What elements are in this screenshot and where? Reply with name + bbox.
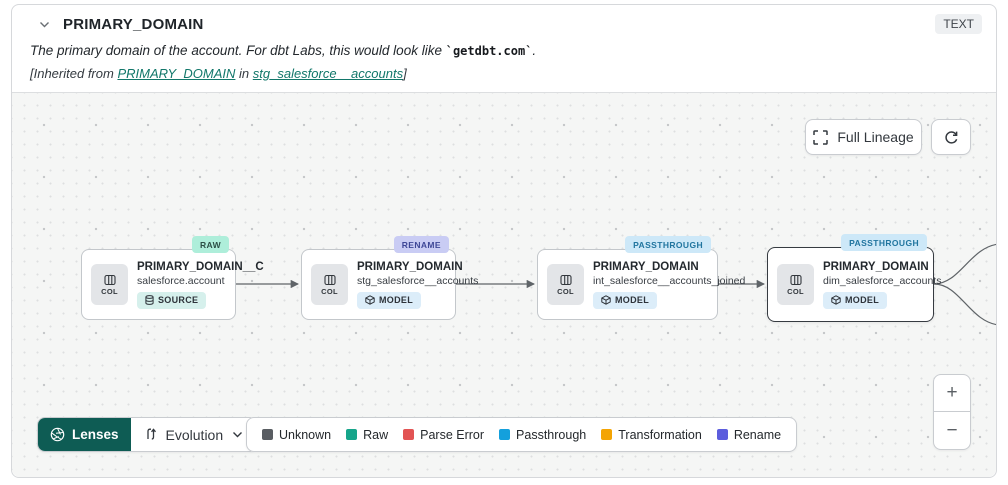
column-chip: COL [777, 264, 814, 305]
node-column-name: PRIMARY_DOMAIN__C [137, 260, 264, 273]
column-type-badge: TEXT [935, 14, 982, 34]
legend-swatch [601, 429, 613, 440]
resource-badge: MODEL [357, 291, 421, 309]
inherited-model-link[interactable]: stg_salesforce__accounts [252, 66, 404, 81]
inherited-column-link[interactable]: PRIMARY_DOMAIN [117, 66, 236, 81]
node-model-name: salesforce.account [137, 274, 225, 287]
node-model-name: dim_salesforce_accounts [823, 274, 942, 287]
legend-swatch [499, 429, 511, 440]
resource-badge: SOURCE [137, 291, 207, 309]
node-model-name: stg_salesforce__accounts [357, 274, 479, 287]
state-badge: PASSTHROUGH [841, 234, 927, 251]
resource-badge: MODEL [593, 291, 657, 309]
full-lineage-label: Full Lineage [837, 129, 914, 145]
column-chip: COL [547, 264, 584, 305]
node-column-name: PRIMARY_DOMAIN [823, 260, 929, 273]
lenses-button[interactable]: Lenses [38, 418, 131, 451]
col-label: COL [321, 286, 338, 296]
header: PRIMARY_DOMAIN TEXT The primary domain o… [12, 5, 996, 92]
legend-item: Unknown [262, 428, 331, 442]
lenses-control: Lenses Evolution [37, 417, 258, 452]
database-icon [145, 295, 154, 305]
node-model-name: int_salesforce__accounts_joined [593, 274, 746, 287]
legend-swatch [346, 429, 358, 440]
legend-swatch [403, 429, 415, 440]
resource-badge: MODEL [823, 291, 887, 309]
edge-state-legend: Unknown Raw Parse Error Passthrough Tran… [246, 417, 798, 452]
cube-icon [831, 295, 841, 305]
lens-selected-label: Evolution [165, 426, 224, 443]
col-label: COL [101, 286, 118, 296]
node-column-name: PRIMARY_DOMAIN [593, 260, 699, 273]
column-chip: COL [91, 264, 128, 305]
col-label: COL [787, 286, 804, 296]
columns-icon [789, 274, 802, 285]
column-lineage-panel: PRIMARY_DOMAIN TEXT The primary domain o… [11, 4, 997, 478]
lens-aperture-icon [50, 427, 65, 442]
code-snippet: `getdbt.com` [445, 44, 533, 58]
columns-icon [323, 274, 336, 285]
expand-icon [813, 129, 829, 145]
state-badge: RENAME [393, 236, 449, 253]
col-label: COL [557, 286, 574, 296]
column-chip: COL [311, 264, 348, 305]
chevron-down-icon [233, 432, 243, 438]
legend-item: Transformation [601, 428, 702, 442]
evolution-icon [146, 428, 156, 440]
lineage-node-source[interactable]: RAW COL PRIMARY_DOMAIN__C salesforce.acc… [81, 236, 264, 320]
columns-icon [559, 274, 572, 285]
refresh-icon [944, 130, 957, 144]
cube-icon [365, 295, 375, 305]
legend-item: Parse Error [403, 428, 484, 442]
refresh-button[interactable] [931, 119, 971, 155]
columns-icon [103, 274, 116, 285]
zoom-out-button[interactable]: − [946, 419, 958, 441]
legend-swatch [716, 429, 728, 440]
lineage-node-intermediate[interactable]: PASSTHROUGH COL PRIMARY_DOMAIN int_sales… [537, 236, 745, 320]
chevron-down-icon[interactable] [39, 21, 50, 28]
state-badge: PASSTHROUGH [625, 236, 711, 253]
legend-item: Raw [346, 428, 388, 442]
column-description: The primary domain of the account. For d… [30, 43, 537, 58]
inherited-note: [Inherited from PRIMARY_DOMAIN in stg_sa… [30, 66, 407, 81]
zoom-in-button[interactable]: + [934, 375, 970, 412]
cube-icon [601, 295, 611, 305]
full-lineage-button[interactable]: Full Lineage [805, 119, 922, 155]
lineage-node-staging[interactable]: RENAME COL PRIMARY_DOMAIN stg_salesforce… [301, 236, 478, 320]
legend-item: Rename [716, 428, 781, 442]
state-badge: RAW [191, 236, 229, 253]
zoom-controls: + − [933, 374, 971, 450]
legend-item: Passthrough [499, 428, 586, 442]
node-column-name: PRIMARY_DOMAIN [357, 260, 463, 273]
page-title: PRIMARY_DOMAIN [63, 15, 204, 33]
lenses-label: Lenses [72, 427, 119, 442]
lineage-node-dim-selected[interactable]: PASSTHROUGH COL PRIMARY_DOMAIN dim_sales… [767, 234, 941, 322]
legend-swatch [262, 429, 273, 440]
lineage-canvas[interactable]: Full Lineage RAW COL PRIMARY_DOMAIN__C [12, 92, 996, 477]
lens-dropdown[interactable]: Evolution [131, 418, 257, 451]
